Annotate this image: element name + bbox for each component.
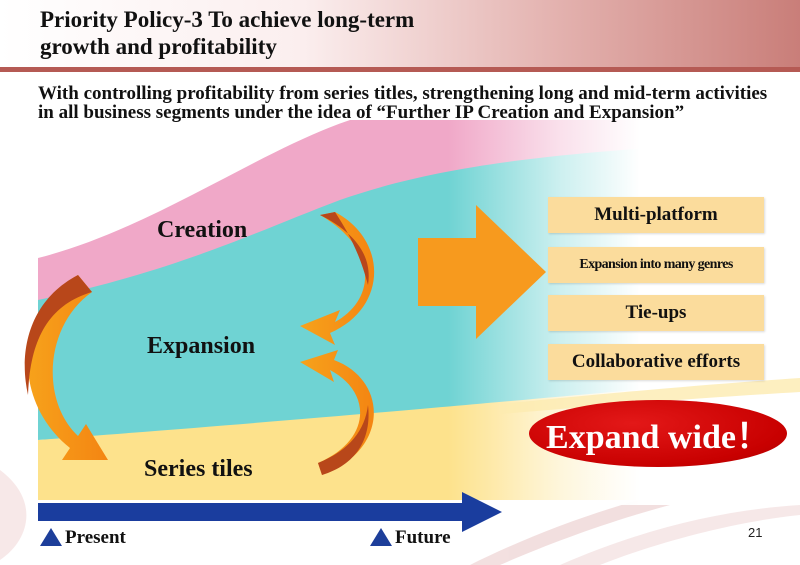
curved-arrow-creation-to-expansion <box>300 212 375 345</box>
expand-wide-badge: Expand wide！ <box>529 400 787 467</box>
title-band <box>0 0 800 68</box>
expand-wide-text: Expand wide！ <box>546 419 770 456</box>
series-label: Series tiles <box>144 456 253 482</box>
series-band-edge <box>500 378 800 414</box>
page-title-line1: Priority Policy-3 To achieve long-term <box>40 7 415 32</box>
present-triangle-icon <box>40 528 62 546</box>
page-title: Priority Policy-3 To achieve long-term g… <box>40 6 414 60</box>
outcome-box: Multi-platform <box>548 197 764 233</box>
present-label: Present <box>65 527 126 548</box>
creation-label: Creation <box>157 217 248 243</box>
outcome-box: Tie-ups <box>548 295 764 331</box>
page-title-line2: growth and profitability <box>40 34 277 59</box>
big-right-arrow <box>418 205 546 339</box>
curved-arrow-left <box>24 275 108 460</box>
future-triangle-icon <box>370 528 392 546</box>
outcome-box: Collaborative efforts <box>548 344 764 380</box>
future-label: Future <box>395 527 451 548</box>
expansion-label: Expansion <box>147 333 256 359</box>
title-underline <box>0 67 800 72</box>
outcome-box: Expansion into many genres <box>548 247 764 283</box>
subtitle: With controlling profitability from seri… <box>38 83 768 123</box>
page-number: 21 <box>748 525 763 540</box>
curved-arrow-series-to-expansion <box>300 350 374 475</box>
timeline-arrow <box>38 492 502 532</box>
